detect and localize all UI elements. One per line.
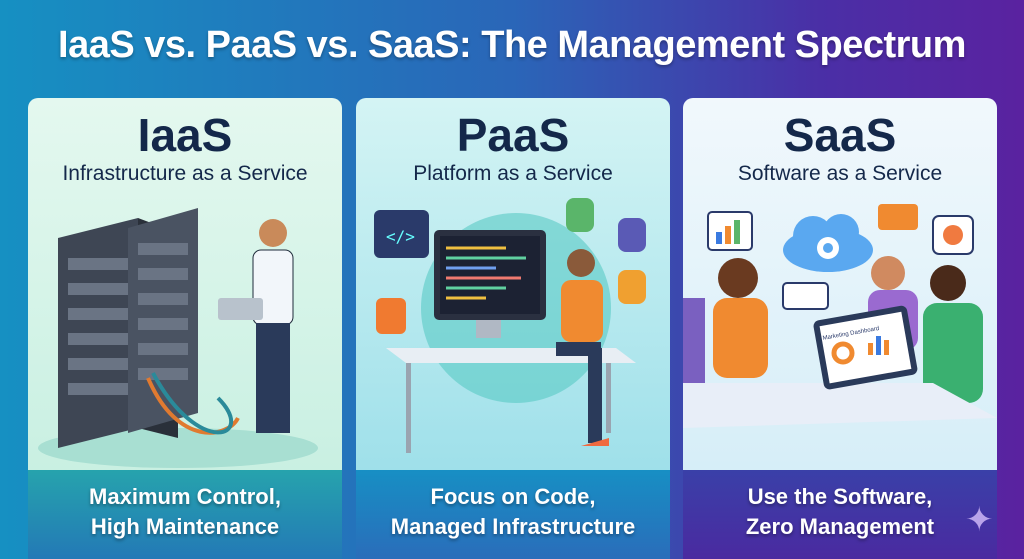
card-title: IaaS <box>137 109 233 161</box>
code-icon: </> <box>374 210 429 258</box>
card-subtitle: Software as a Service <box>737 162 943 185</box>
tagline-line-1: Maximum Control, <box>89 484 281 509</box>
card-title: SaaS <box>783 109 897 161</box>
tagline-line-2: Managed Infrastructure <box>390 514 636 539</box>
monitor-icon <box>434 230 546 338</box>
tablet-dashboard: Marketing Dashboard <box>813 305 918 390</box>
card-saas: SaaS Software as a Service Marketing Das… <box>683 98 997 559</box>
database-icon <box>376 198 646 334</box>
card-iaas: IaaS Infrastructure as a Service Maximum… <box>28 98 342 559</box>
page-title: IaaS vs. PaaS vs. SaaS: The Management S… <box>58 24 966 66</box>
chat-icon <box>782 204 974 310</box>
chart-icon <box>707 211 753 251</box>
card-paas: PaaS Platform as a Service </> Focus on … <box>356 98 670 559</box>
tagline-line-1: Focus on Code, <box>430 484 596 509</box>
sparkle-icon: ✦ <box>965 501 994 539</box>
cloud-gear-icon <box>783 214 873 272</box>
tagline-line-2: High Maintenance <box>90 514 280 539</box>
tagline-line-2: Zero Management <box>745 514 935 539</box>
server-rack-icon <box>38 208 318 468</box>
laptop-icon <box>218 298 263 320</box>
card-subtitle: Platform as a Service <box>413 162 613 185</box>
tagline-line-1: Use the Software, <box>747 484 933 509</box>
card-title: PaaS <box>456 109 570 161</box>
card-subtitle: Infrastructure as a Service <box>62 162 308 185</box>
svg-text:</>: </> <box>386 227 415 246</box>
